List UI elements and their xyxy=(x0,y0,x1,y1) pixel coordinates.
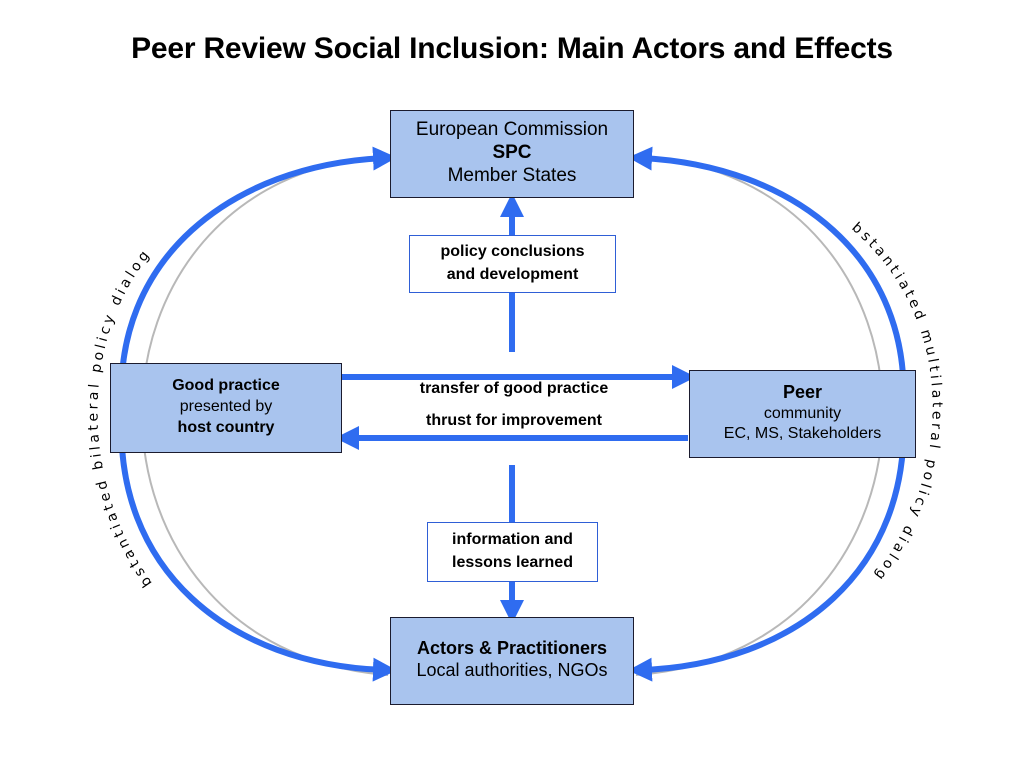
actors-box: Actors & Practitioners Local authorities… xyxy=(390,617,634,705)
right-arc-arrow-up xyxy=(628,146,907,411)
information-label: information and lessons learned xyxy=(427,522,598,582)
peer-line3: EC, MS, Stakeholders xyxy=(723,424,882,442)
policy-conclusions-line2: and development xyxy=(446,266,579,284)
right-arc-arrow-down xyxy=(628,409,907,682)
good-practice-line3: host country xyxy=(177,418,275,436)
commission-line1: European Commission xyxy=(415,119,609,140)
peer-line1: Peer xyxy=(782,382,823,402)
transfer-text: transfer of good practice xyxy=(419,380,609,397)
peer-box: Peer community EC, MS, Stakeholders xyxy=(689,370,916,458)
policy-conclusions-line1: policy conclusions xyxy=(440,243,585,260)
left-arc-arrow-down xyxy=(118,409,397,682)
page-title: Peer Review Social Inclusion: Main Actor… xyxy=(131,32,893,65)
actors-line2: Local authorities, NGOs xyxy=(416,659,608,680)
information-line1: information and xyxy=(452,531,573,548)
peer-line2: community xyxy=(763,404,842,422)
commission-line2: SPC xyxy=(492,141,532,163)
commission-line3: Member States xyxy=(447,164,577,186)
information-line2: lessons learned xyxy=(452,554,573,572)
left-arc-arrow-up xyxy=(118,146,397,411)
actors-line1: Actors & Practitioners xyxy=(416,638,608,658)
good-practice-line1: Good practice xyxy=(172,377,280,394)
good-practice-box: Good practice presented by host country xyxy=(110,363,342,453)
policy-conclusions-label: policy conclusions and development xyxy=(409,235,616,293)
commission-box: European Commission SPC Member States xyxy=(390,110,634,198)
good-practice-line2: presented by xyxy=(179,397,273,415)
thrust-text: thrust for improvement xyxy=(425,412,602,429)
